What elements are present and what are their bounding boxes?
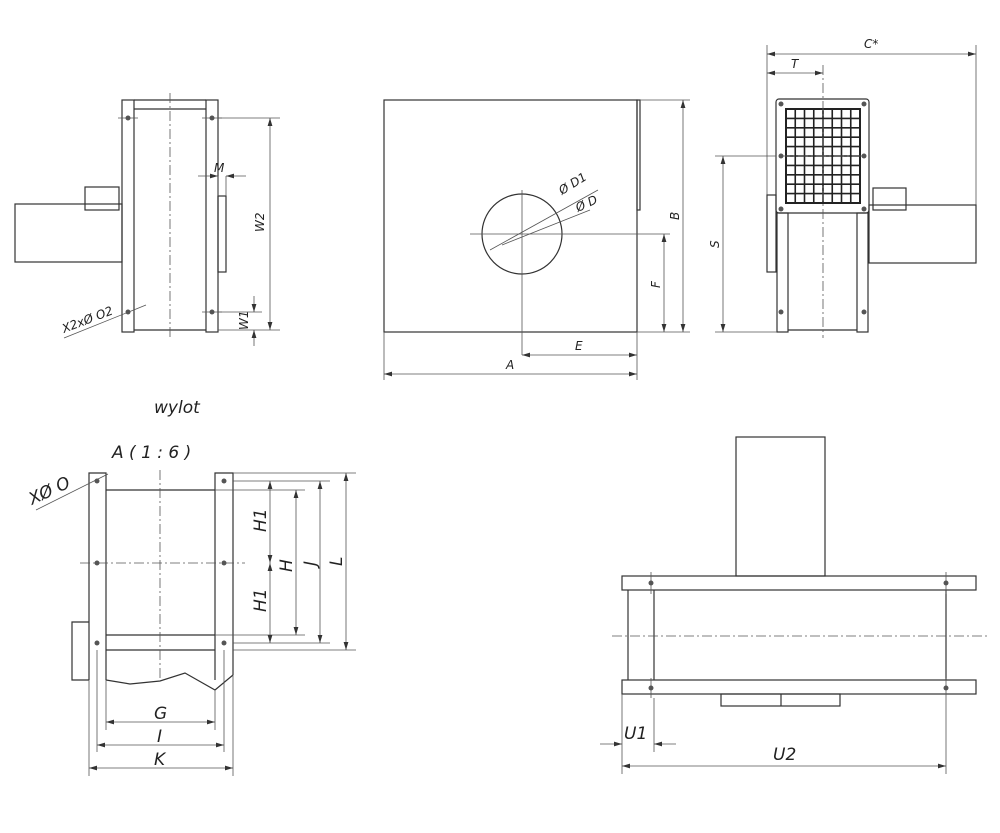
dim-s-label: S: [708, 240, 722, 248]
dim-j-label: J: [301, 561, 321, 569]
dim-h1-bottom-label: H1: [251, 588, 271, 612]
motor: [868, 204, 977, 264]
dim-l-label: L: [327, 557, 347, 566]
dim-b-label: B: [668, 212, 682, 220]
dim-i-label: I: [157, 727, 162, 747]
dim-m-label: M: [214, 161, 225, 175]
dim-t-label: T: [791, 57, 800, 71]
motor-terminal-box: [84, 186, 120, 211]
dim-k-label: K: [154, 750, 167, 770]
side-view: M W2 W1 X2xØ O2 wylot: [14, 93, 280, 418]
dim-f-label: F: [649, 280, 663, 288]
front-view: Ø D1 Ø D B F E A: [383, 99, 690, 380]
outlet-caption: wylot: [154, 398, 201, 418]
motor-terminal-box: [872, 187, 907, 211]
side-plate: [217, 195, 227, 273]
dim-u2-label: U2: [773, 745, 796, 765]
dim-g-label: G: [154, 704, 167, 724]
motor-top: [735, 436, 826, 577]
detail-holes-label: XØ O: [25, 473, 74, 510]
holes-label: X2xØ O2: [59, 304, 115, 337]
motor: [14, 203, 123, 263]
detail-view: A ( 1 : 6 ) XØ O H1 H1 H J L: [25, 443, 356, 776]
top-view: U1 U2: [600, 436, 990, 774]
dim-e-label: E: [575, 339, 583, 353]
dim-a-label: A: [505, 358, 514, 372]
dim-h-label: H: [277, 559, 297, 572]
dim-w1-label: W1: [237, 311, 251, 331]
dim-w2-label: W2: [253, 213, 267, 233]
dim-u1-label: U1: [624, 724, 647, 744]
inlet-view: C* T S: [708, 37, 977, 338]
dim-c-label: C*: [864, 37, 878, 51]
detail-title: A ( 1 : 6 ): [111, 443, 191, 463]
dim-h1-top-label: H1: [251, 508, 271, 532]
dim-d1-label: Ø D1: [555, 170, 589, 198]
